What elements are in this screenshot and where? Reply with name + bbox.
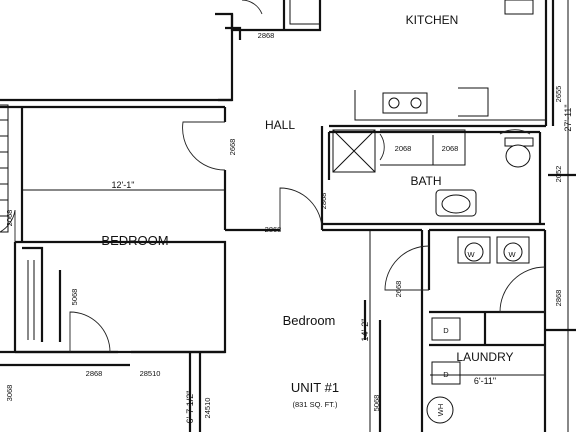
- door-code-bath-door: 2868: [319, 193, 328, 210]
- stairs: [0, 104, 9, 233]
- door-code-bottom-closet: 5068: [372, 395, 381, 412]
- doors: [0, 0, 546, 390]
- dish-label-upper: D: [443, 326, 449, 335]
- door-code-bottom-left: 2868: [86, 369, 103, 378]
- bedroom-width-dim: 12'-1": [112, 180, 135, 190]
- bedroom2-depth-dim: 14'-2": [360, 319, 370, 342]
- laundry-label: LAUNDRY: [456, 350, 513, 364]
- kitchen-sink-icon: [382, 92, 428, 114]
- door-code-bath-closet-right: 2068: [442, 144, 459, 153]
- door-code-hall-right-upper: 2655: [554, 86, 563, 103]
- kitchen-label: KITCHEN: [406, 13, 459, 27]
- main-bedroom-label: BEDROOM: [101, 233, 168, 248]
- dish-upper-icon: [431, 317, 461, 341]
- door-code-laundry-right: 2868: [554, 290, 563, 307]
- second-bedroom-label: Bedroom: [283, 313, 336, 328]
- door-code-closet-left: 2068: [5, 210, 14, 227]
- dish-label-lower: D: [443, 370, 449, 379]
- door-code-far-left: 3068: [5, 385, 14, 402]
- unit-name: UNIT #1: [291, 380, 339, 395]
- window-code-bottom: 28510: [140, 369, 161, 378]
- dryer-icon: [496, 236, 530, 264]
- fixtures: [27, 0, 546, 424]
- dimension-lines: [22, 0, 569, 432]
- unit-area: (831 SQ. FT.): [292, 400, 338, 409]
- bath-sink-icon: [435, 189, 477, 217]
- unit-depth-dim: 27'-11": [563, 104, 573, 131]
- door-code-bath-side: 2052: [554, 166, 563, 183]
- toilet-icon: [505, 144, 531, 168]
- door-code-laundry-left: 2668: [394, 281, 403, 298]
- door-code-kitchen-top: 2868: [258, 31, 275, 40]
- laundry-width-dim: 6'-11": [474, 376, 496, 386]
- door-code-bedroom: 2668: [228, 139, 237, 156]
- door-code-closet-right-vertical: 5068: [70, 289, 79, 306]
- hall-label: HALL: [265, 118, 295, 132]
- washer-icon: [457, 236, 491, 264]
- dryer-label: W: [508, 250, 516, 259]
- range-icon: [504, 0, 534, 15]
- bath-label: BATH: [410, 174, 441, 188]
- door-code-bath-closet-left: 2068: [395, 144, 412, 153]
- washer-label: W: [467, 250, 475, 259]
- lower-left-dim: 6'-7 1/2": [185, 391, 195, 424]
- door-code-bottom-small: 24510: [203, 398, 212, 419]
- water-heater-icon: [426, 396, 454, 424]
- water-heater-label: WH: [436, 404, 445, 417]
- dish-lower-icon: [431, 361, 461, 385]
- door-code-hall-bedroom2: 2868: [265, 225, 282, 234]
